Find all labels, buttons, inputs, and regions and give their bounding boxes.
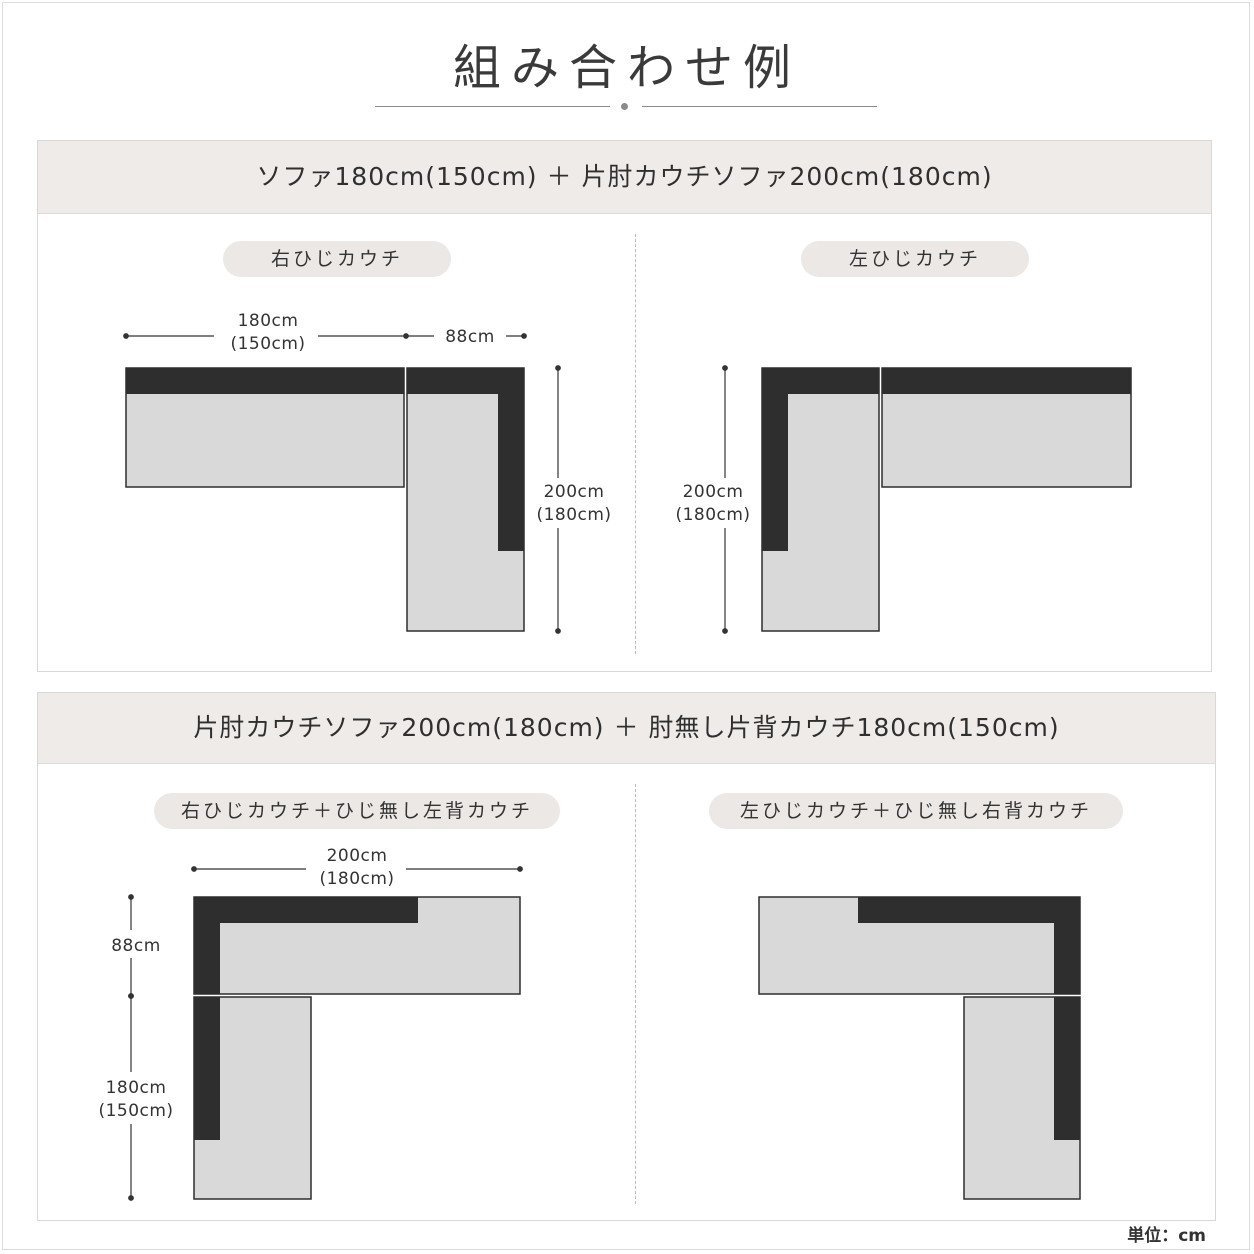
armless-couch-180-unit — [963, 996, 1081, 1200]
panel-1-header: ソファ180cm(150cm) ＋ 片肘カウチソファ200cm(180cm) — [38, 141, 1211, 214]
layout-right-arm-left-back: 200cm (180cm) 88cm 180cm (150cm) — [98, 846, 523, 1201]
panel-2-header: 片肘カウチソファ200cm(180cm) ＋ 肘無し片背カウチ180cm(150… — [38, 693, 1215, 764]
couch-200-unit — [758, 896, 1081, 995]
dim-depth-200: 200cm — [544, 482, 605, 502]
couch-200-unit — [193, 896, 521, 995]
label-right-arm-left-back: 右ひじカウチ＋ひじ無し左背カウチ — [154, 793, 560, 829]
dim-width-150-alt: (150cm) — [230, 334, 305, 354]
layout-left-arm-right-back — [758, 896, 1081, 1200]
title-rule-left — [375, 106, 610, 107]
label-left-arm-couch: 左ひじカウチ — [801, 241, 1029, 277]
sofa-backrest — [882, 368, 1131, 394]
couch-armrest — [762, 368, 788, 551]
panel-1-divider — [635, 234, 636, 654]
armless-couch-backrest — [194, 997, 220, 1140]
couch-backrest — [858, 897, 1080, 923]
layout-left-arm-couch: 200cm (180cm) — [675, 365, 1132, 634]
armless-couch-180-unit — [193, 996, 312, 1200]
dim-depth-150-alt: (150cm) — [98, 1101, 173, 1121]
couch-200-unit — [761, 367, 880, 632]
couch-armrest — [194, 897, 220, 994]
couch-200-unit — [406, 367, 525, 632]
dim-depth-200: 200cm — [683, 482, 744, 502]
couch-armrest — [1054, 897, 1080, 994]
dim-depth-180: 180cm — [106, 1078, 167, 1098]
title-rule-right — [642, 106, 877, 107]
sofa-180-unit — [125, 367, 405, 488]
title-ornament-dot — [621, 103, 628, 110]
couch-armrest — [498, 368, 524, 551]
dim-width-180-alt: (180cm) — [319, 869, 394, 889]
panel-2-divider — [635, 784, 636, 1204]
dim-depth-180-alt: (180cm) — [536, 505, 611, 525]
unit-note: 単位：cm — [1127, 1226, 1206, 1246]
dim-width-200: 200cm — [327, 846, 388, 866]
dim-width-88: 88cm — [445, 327, 495, 347]
dim-width-180: 180cm — [238, 311, 299, 331]
dim-depth-88: 88cm — [111, 936, 161, 956]
label-left-arm-right-back: 左ひじカウチ＋ひじ無し右背カウチ — [709, 793, 1123, 829]
armless-couch-backrest — [1054, 997, 1080, 1140]
layout-right-arm-couch: 180cm (150cm) 88cm 200cm (180cm) — [123, 311, 611, 634]
sofa-180-unit — [881, 367, 1132, 488]
couch-backrest — [194, 897, 418, 923]
label-right-arm-couch: 右ひじカウチ — [223, 241, 451, 277]
sofa-backrest — [126, 368, 404, 394]
page-title: 組み合わせ例 — [452, 40, 801, 96]
dim-depth-180-alt: (180cm) — [675, 505, 750, 525]
